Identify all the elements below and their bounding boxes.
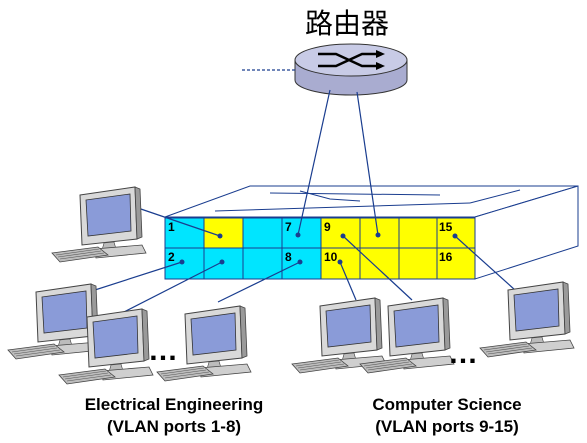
port-dots [179, 232, 458, 265]
port-1[interactable] [164, 217, 205, 249]
port-13[interactable] [398, 217, 438, 249]
switch-icon [164, 185, 579, 280]
ee-caption-line1: Electrical Engineering [85, 395, 264, 414]
router-icon[interactable] [294, 43, 408, 96]
router-label: 路由器 [305, 7, 389, 40]
port-label-9: 9 [324, 220, 331, 234]
ellipsis-left: … [148, 334, 178, 367]
port-5[interactable] [242, 217, 283, 249]
port-4[interactable] [203, 247, 244, 280]
port-label-7: 7 [285, 220, 292, 234]
port-label-15: 15 [439, 220, 453, 234]
port-16[interactable] [436, 247, 476, 280]
port-12[interactable] [359, 247, 400, 280]
port-15[interactable] [436, 217, 476, 249]
computer-icon[interactable] [51, 186, 147, 263]
port-label-10: 10 [324, 250, 338, 264]
port-label-2: 2 [168, 250, 175, 264]
computer-icon[interactable] [479, 281, 575, 358]
port-label-1: 1 [168, 220, 175, 234]
port-label-16: 16 [439, 250, 453, 264]
computer-icon[interactable] [291, 297, 387, 374]
cs-caption-line2: (VLAN ports 9-15) [375, 417, 519, 436]
port-6[interactable] [242, 247, 283, 280]
ee-caption-line2: (VLAN ports 1-8) [107, 417, 241, 436]
ellipsis-right: … [448, 337, 478, 370]
links [69, 89, 516, 316]
cs-caption-line1: Computer Science [372, 395, 521, 414]
port-14[interactable] [398, 247, 438, 280]
port-label-8: 8 [285, 250, 292, 264]
